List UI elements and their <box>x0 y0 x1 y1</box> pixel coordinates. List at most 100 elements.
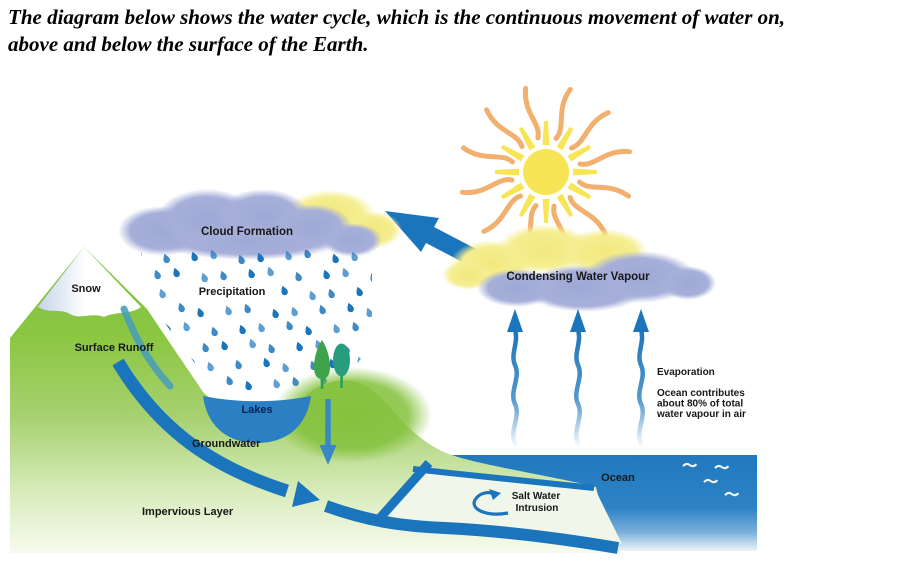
label-cloud-formation: Cloud Formation <box>201 226 293 238</box>
rain-drop-icon <box>351 251 358 262</box>
rain-drop-icon <box>342 267 349 278</box>
rain-drop-icon <box>296 341 303 352</box>
rain-drop-icon <box>244 303 251 314</box>
infiltration-arrow-icon <box>319 399 337 465</box>
evaporation-arrowhead-icon <box>570 309 586 332</box>
label-precipitation: Precipitation <box>199 286 266 298</box>
rain-drop-icon <box>191 251 198 262</box>
rain-drop-icon <box>328 288 335 299</box>
evaporation-note-line-2: about 80% of total <box>657 399 743 410</box>
sun-ray-inner-icon <box>495 168 519 176</box>
sun-ray-outer-icon <box>459 177 515 195</box>
evaporation-wavy-arrow-icon <box>511 327 519 447</box>
label-condensing-water-vapour: Condensing Water Vapour <box>506 271 650 283</box>
deep-groundwater-band <box>323 500 620 554</box>
sun-ray-outer-icon <box>568 110 611 151</box>
rain-drop-icon <box>197 307 204 318</box>
rain-drop-icon <box>207 361 214 372</box>
rain-drop-icon <box>357 356 364 367</box>
cloud-formation-cloud-icon: Cloud Formation <box>118 189 402 260</box>
rain-drop-icon <box>282 362 289 373</box>
label-surface-runoff: Surface Runoff <box>75 342 154 354</box>
rain-drop-icon <box>220 270 227 281</box>
sun-ray-inner-icon <box>500 182 525 200</box>
sun-ray-outer-icon <box>481 193 524 234</box>
evaporation-wavy-arrow-icon <box>637 327 645 447</box>
salt-intrusion-arrow-icon <box>472 489 509 516</box>
sun-ray-inner-icon <box>518 193 536 218</box>
rain-drop-icon <box>183 321 190 332</box>
rain-drop-icon <box>333 323 340 334</box>
rain-drop-icon <box>370 272 372 283</box>
rain-drop-icon <box>173 267 180 278</box>
mountain-stream <box>120 305 174 390</box>
evaporation-note: Evaporation Ocean contributes about 80% … <box>656 367 746 420</box>
rain-drop-icon <box>211 326 218 337</box>
rain-drop-icon <box>210 250 217 260</box>
rain-drop-icon <box>225 305 232 316</box>
rain-drop-icon <box>371 342 372 353</box>
sun-ray-inner-icon <box>518 126 536 151</box>
rain-drop-icon <box>347 302 354 313</box>
evaporation-wavy-arrow-icon <box>574 327 582 447</box>
rain-drop-icon <box>154 269 161 280</box>
rain-drop-icon <box>356 286 363 297</box>
rain-drop-icon <box>286 320 293 331</box>
rain-drop-icon <box>273 378 280 389</box>
rain-drop-icon <box>239 324 246 335</box>
rain-drop-icon <box>366 307 372 318</box>
rain-drop-icon <box>164 323 171 334</box>
rain-drop-icon <box>309 290 316 301</box>
rain-drop-icon <box>257 252 264 263</box>
rain-drop-icon <box>188 356 195 367</box>
sun-ray-inner-icon <box>573 168 597 176</box>
evaporation-note-line-1: Ocean contributes <box>657 388 745 399</box>
rain-drop-icon <box>291 306 298 317</box>
rain-drop-icon <box>285 250 292 261</box>
sun-ray-inner-icon <box>567 182 592 200</box>
tree-hill <box>272 367 432 463</box>
rain-drop-icon <box>281 285 288 296</box>
rain-drop-icon <box>235 359 242 370</box>
rain-drop-icon <box>140 290 147 301</box>
sun-ray-outer-icon <box>577 179 632 199</box>
evaporation-arrowhead-icon <box>507 309 523 332</box>
rain-drop-icon <box>319 304 326 315</box>
rain-drop-icon <box>248 268 255 279</box>
label-salt-water-line-1: Salt Water <box>512 491 561 502</box>
sun-ray-outer-icon <box>553 86 573 141</box>
rain-drop-icon <box>159 288 166 299</box>
rain-drop-icon <box>226 375 233 386</box>
sun-ray-inner-icon <box>556 126 574 151</box>
condensing-cloud-icon: Condensing Water Vapour <box>442 224 716 312</box>
rain-drop-icon <box>245 380 252 391</box>
rain-drop-icon <box>238 254 245 265</box>
tree-icon <box>333 343 350 388</box>
sun-ray-inner-icon <box>500 144 525 162</box>
rain-drop-icon <box>305 325 312 336</box>
label-groundwater: Groundwater <box>192 438 261 450</box>
label-snow: Snow <box>71 283 101 295</box>
rain-drop-icon <box>352 321 359 332</box>
rain-drop-icon <box>221 340 228 351</box>
groundwater-arrow-icon <box>112 358 289 498</box>
snow-cap <box>38 247 141 317</box>
label-lakes: Lakes <box>241 404 272 416</box>
groundwater-arrowhead-icon <box>292 481 320 507</box>
sun-ray-outer-icon <box>484 107 525 150</box>
rain-drop-icon <box>267 266 274 277</box>
tree-icon <box>314 340 330 389</box>
sun-inner-rays <box>495 121 597 223</box>
lake-water <box>203 396 311 443</box>
evaporation-arrowhead-icon <box>633 309 649 332</box>
rain-drop-icon <box>323 269 330 280</box>
sun-ray-outer-icon <box>523 85 541 141</box>
sun-ray-outer-icon <box>577 149 633 167</box>
title-line-1: The diagram below shows the water cycle,… <box>8 5 786 29</box>
evaporation-arrow-icons <box>507 309 649 447</box>
rain-drop-icon <box>258 322 265 333</box>
rain-drop-icon <box>304 250 311 259</box>
label-salt-water-line-2: Intrusion <box>516 503 559 514</box>
label-ocean: Ocean <box>601 472 635 484</box>
